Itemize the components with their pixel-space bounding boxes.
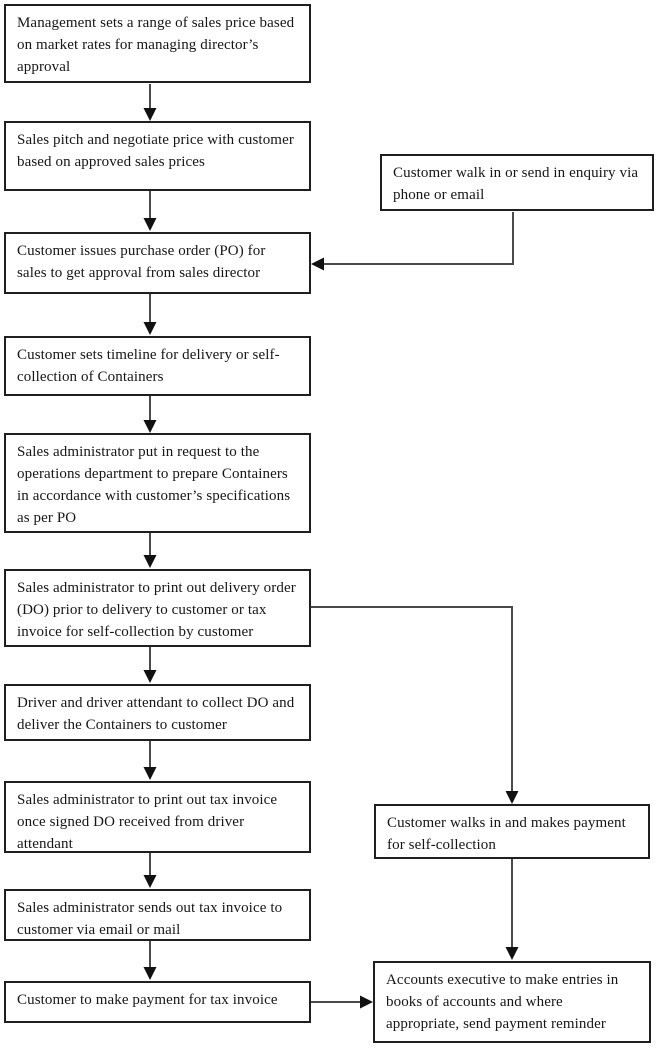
arrowhead-down-icon xyxy=(143,670,157,683)
flow-node-print-tax-invoice: Sales administrator to print out tax inv… xyxy=(4,781,311,853)
connector-print-do-to-driver xyxy=(143,647,157,683)
arrowhead-down-icon xyxy=(505,947,519,960)
connector-customer-po-to-timeline xyxy=(143,294,157,335)
connector-timeline-to-request-operations xyxy=(143,396,157,433)
flow-node-walkin-payment: Customer walks in and makes payment for … xyxy=(374,804,650,859)
arrowhead-down-icon xyxy=(143,555,157,568)
flow-node-sales-pitch: Sales pitch and negotiate price with cus… xyxy=(4,121,311,191)
connector-set-price-to-sales-pitch xyxy=(143,84,157,121)
connector-request-operations-to-print-do xyxy=(143,533,157,568)
arrowhead-down-icon xyxy=(143,767,157,780)
arrowhead-down-icon xyxy=(143,322,157,335)
flow-node-delivery-timeline: Customer sets timeline for delivery or s… xyxy=(4,336,311,396)
flow-node-request-operations: Sales administrator put in request to th… xyxy=(4,433,311,533)
connector-driver-to-print-tax xyxy=(143,741,157,780)
flow-node-set-price-range: Management sets a range of sales price b… xyxy=(4,4,311,83)
connector-enquiry-to-customer-po xyxy=(311,212,514,271)
arrowhead-down-icon xyxy=(143,967,157,980)
connector-sales-pitch-to-customer-po xyxy=(143,191,157,231)
arrowhead-down-icon xyxy=(143,420,157,433)
flow-node-driver-deliver: Driver and driver attendant to collect D… xyxy=(4,684,311,741)
arrowhead-left-icon xyxy=(311,257,324,271)
arrowhead-down-icon xyxy=(143,218,157,231)
arrowhead-right-icon xyxy=(360,995,373,1009)
arrowhead-down-icon xyxy=(143,108,157,121)
flow-node-customer-payment: Customer to make payment for tax invoice xyxy=(4,981,311,1023)
connector-walkin-to-accounts xyxy=(505,859,519,960)
arrowhead-down-icon xyxy=(143,875,157,888)
flow-node-send-tax-invoice: Sales administrator sends out tax invoic… xyxy=(4,889,311,941)
connector-payment-to-accounts xyxy=(311,995,373,1009)
flow-node-customer-po: Customer issues purchase order (PO) for … xyxy=(4,232,311,294)
connector-send-tax-to-payment xyxy=(143,941,157,980)
connector-print-tax-to-send-tax xyxy=(143,853,157,888)
flow-node-customer-enquiry: Customer walk in or send in enquiry via … xyxy=(380,154,654,211)
connector-print-do-to-walkin-payment xyxy=(311,606,519,804)
flow-node-print-do: Sales administrator to print out deliver… xyxy=(4,569,311,647)
arrowhead-down-icon xyxy=(505,791,519,804)
flow-node-accounts-entries: Accounts executive to make entries in bo… xyxy=(373,961,651,1043)
